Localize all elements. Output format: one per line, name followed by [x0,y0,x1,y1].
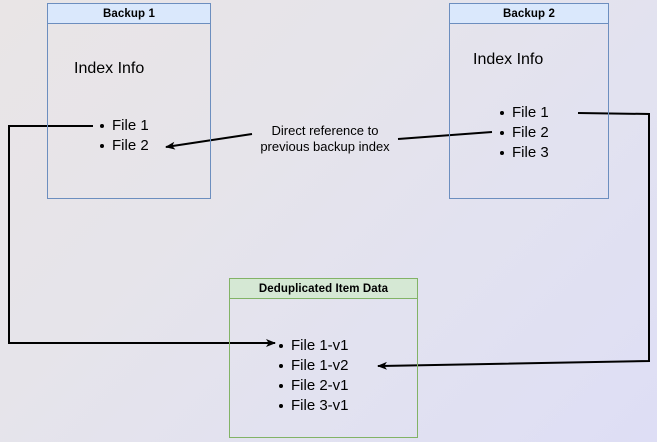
backup1-title: Backup 1 [103,7,155,20]
list-item: File 2 [99,136,149,156]
dedup-title: Deduplicated Item Data [258,282,389,295]
backup2-index-label: Index Info [473,51,544,68]
backup1-header: Backup 1 [47,3,211,24]
list-item: File 1-v1 [278,336,349,356]
backup2-file-list: File 1 File 2 File 3 [499,103,549,163]
list-item: File 1 [499,103,549,123]
caption-line-1: Direct reference to [271,123,379,138]
backup1-file-list: File 1 File 2 [99,116,149,156]
list-item: File 2-v1 [278,376,349,396]
backup2-title: Backup 2 [503,7,555,20]
list-item: File 3-v1 [278,396,349,416]
caption-line-2: previous backup index [260,139,390,154]
backup2-header: Backup 2 [449,3,609,24]
list-item: File 1-v2 [278,356,349,376]
dedup-header: Deduplicated Item Data [229,278,418,299]
list-item: File 3 [499,143,549,163]
list-item: File 1 [99,116,149,136]
dedup-item-list: File 1-v1 File 1-v2 File 2-v1 File 3-v1 [278,336,349,416]
backup2-box [449,3,609,199]
backup1-index-label: Index Info [74,60,145,77]
direct-reference-caption: Direct reference to previous backup inde… [254,123,396,155]
list-item: File 2 [499,123,549,143]
backup1-box [47,3,211,199]
